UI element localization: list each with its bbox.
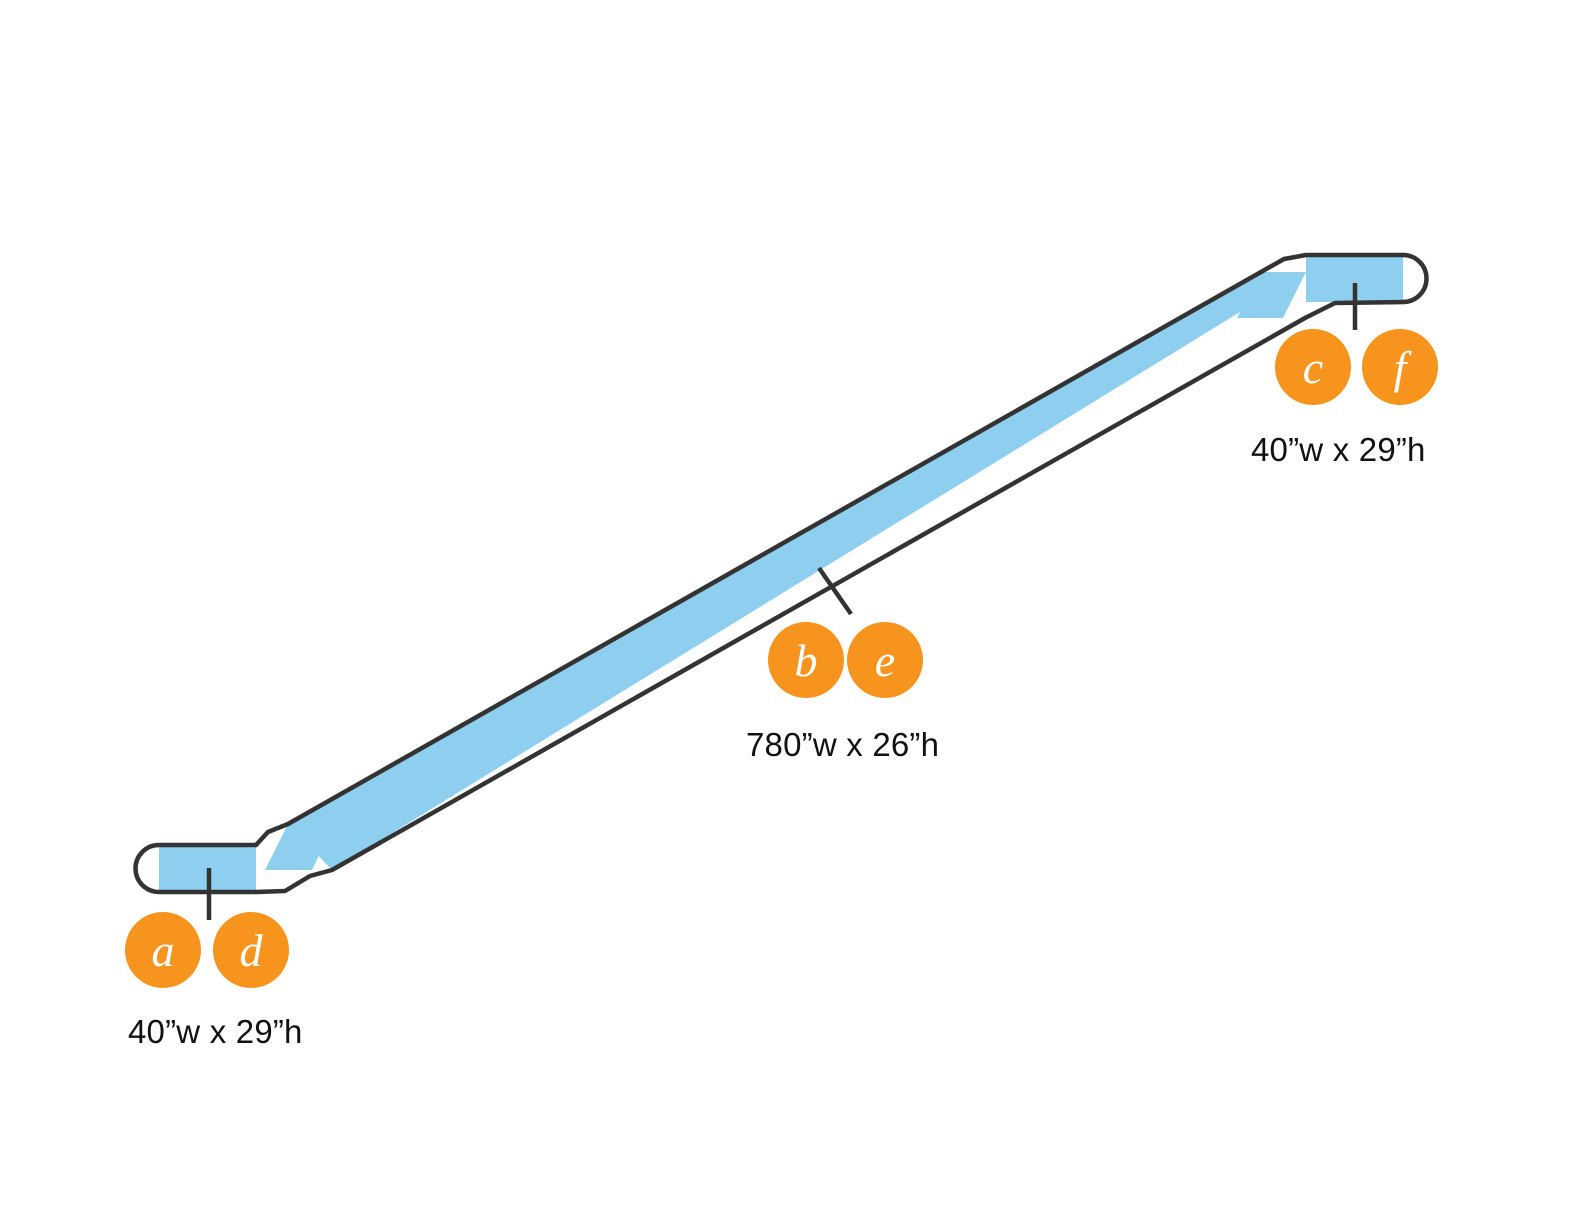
middle-run-leader-tick [817,566,853,616]
right-bend-bottom-outline [1302,299,1406,321]
right-bend-top-outline [1258,252,1406,275]
left-end-dimension-label: 40”w x 29”h [128,1013,303,1050]
badge-c-circle [1275,329,1351,405]
badge-f-circle [1362,329,1438,405]
badge-a-label: a [152,925,175,976]
left-bend-bottom-outline [253,315,1308,895]
badge-b-label: b [795,635,818,686]
right-end-dimension-label: 40”w x 29”h [1251,431,1426,468]
right-transition-blue-wedge [1237,272,1306,318]
badge-e[interactable]: e [847,622,923,698]
middle-run-dimension-label: 780”w x 26”h [746,726,940,763]
badge-c-label: c [1303,342,1323,393]
badge-b-circle [768,622,844,698]
badge-a[interactable]: a [125,912,201,988]
badge-e-circle [847,622,923,698]
badge-d-label: d [240,925,264,976]
left-bend-top-outline [253,269,1264,848]
badge-a-circle [125,912,201,988]
badge-b[interactable]: b [768,622,844,698]
badge-e-label: e [875,635,895,686]
badge-d[interactable]: d [213,912,289,988]
badge-c[interactable]: c [1275,329,1351,405]
badge-f[interactable]: f [1362,329,1438,405]
right-end-cap-outline [1400,252,1429,305]
badge-d-circle [213,912,289,988]
main-run-blue-band [288,272,1305,870]
